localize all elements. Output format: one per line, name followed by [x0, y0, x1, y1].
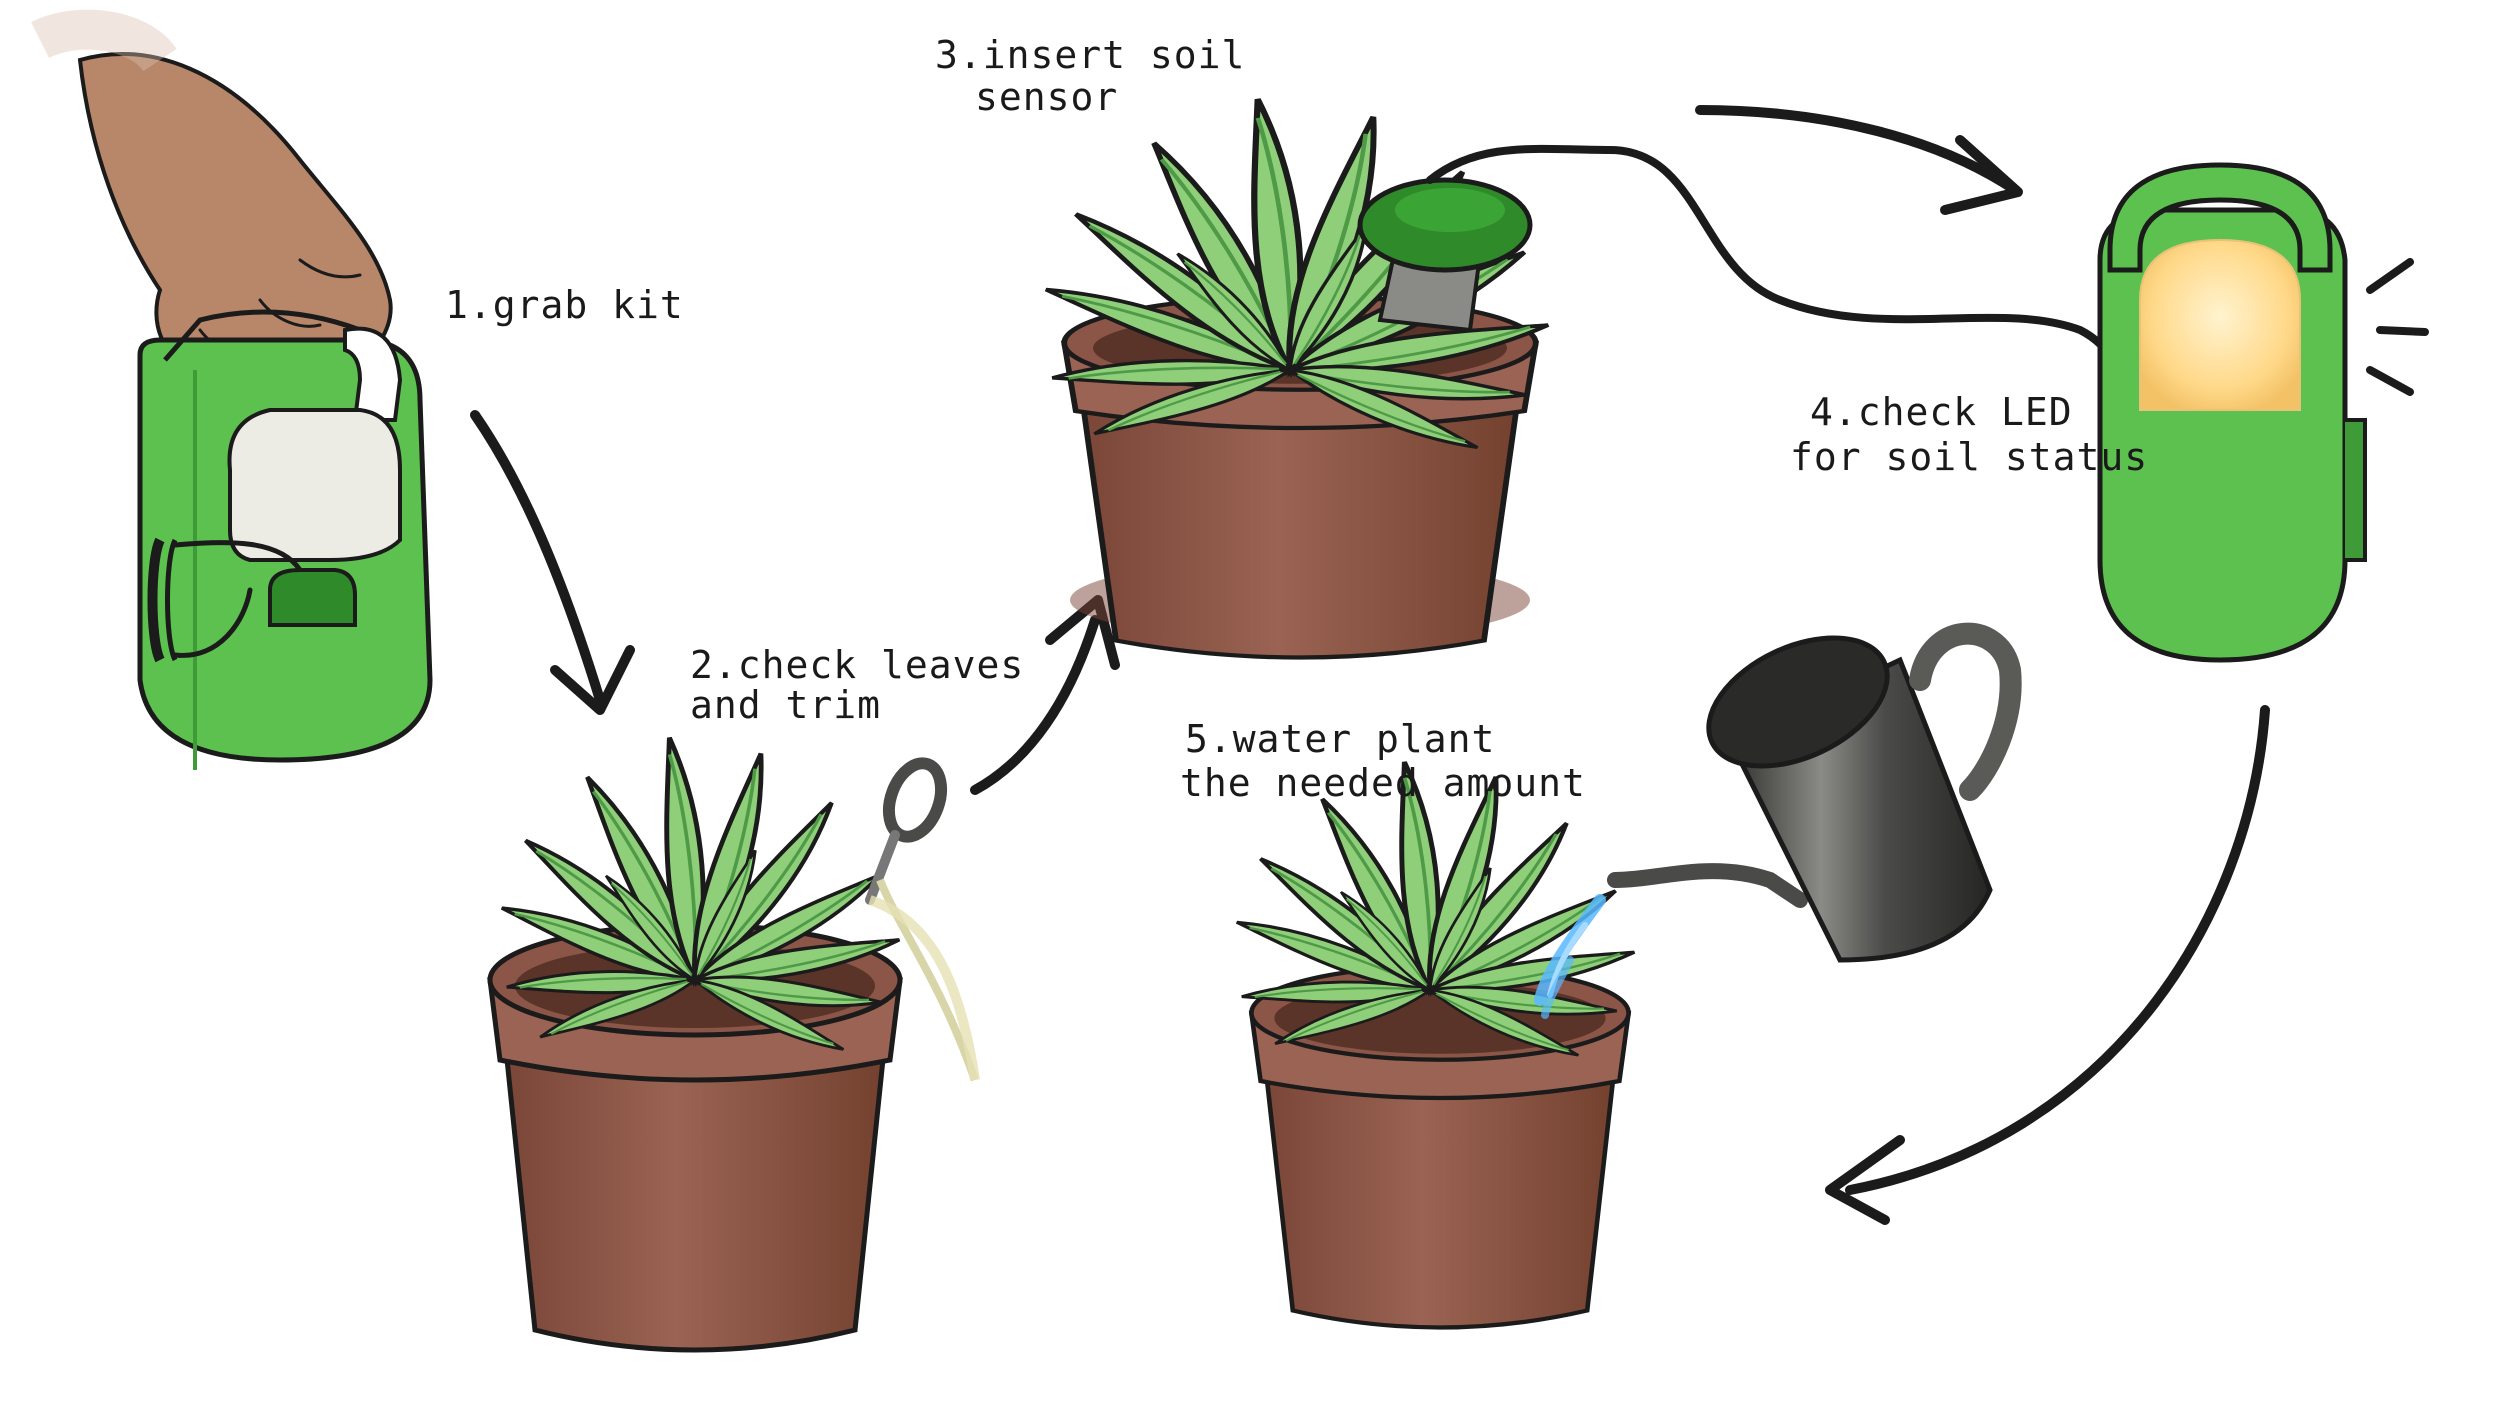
step-2-line1: check leaves	[738, 643, 1025, 687]
sensor-kit-icon	[2097, 162, 2367, 663]
step-4-label: 4.check LED	[1810, 390, 2073, 434]
step-5-number: 5.	[1185, 717, 1233, 761]
step-3-label-line2: sensor	[975, 75, 1118, 119]
step-4-label-line2: for soil status	[1790, 435, 2148, 479]
step-5-illustration	[1231, 622, 2022, 1327]
arrow-icon	[970, 595, 1120, 795]
step-3-line1: insert soil	[983, 33, 1246, 77]
plant-pot-icon	[1038, 97, 1551, 657]
arrow-icon	[470, 410, 635, 715]
step-4-illustration	[2097, 162, 2429, 663]
sensor-kit-icon	[137, 309, 433, 770]
step-2-number: 2.	[690, 643, 738, 687]
step-5-label-line2: the needed amount	[1180, 761, 1586, 805]
step-4-line1: check LED	[1858, 390, 2073, 434]
step-2-label-line2: and trim	[690, 683, 881, 727]
arrow-icon	[1695, 105, 2023, 215]
step-2-illustration	[490, 736, 980, 1350]
step-4-number: 4.	[1810, 390, 1858, 434]
scissors-icon	[865, 757, 980, 1082]
step-5-label: 5.water plant	[1185, 717, 1495, 761]
hand-icon	[31, 9, 393, 384]
step-5-line1: water plant	[1233, 717, 1496, 761]
step-2-label: 2.check leaves	[690, 643, 1024, 687]
step-1-label: 1.grab kit	[445, 283, 684, 327]
water-drops-icon	[1534, 894, 1606, 1019]
plant-pot-icon	[1231, 760, 1637, 1327]
step-1-line1: grab kit	[493, 283, 684, 327]
step-3-label: 3.insert soil	[935, 33, 1245, 77]
arrow-icon	[1825, 705, 2270, 1225]
step-1-illustration	[31, 9, 433, 770]
plant-pot-icon	[490, 736, 902, 1350]
watering-can-icon	[1607, 622, 2022, 963]
step-1-number: 1.	[445, 283, 493, 327]
led-light-icon	[2139, 238, 2429, 411]
step-3-number: 3.	[935, 33, 983, 77]
step-3-illustration	[1038, 97, 2169, 657]
soil-sensor-icon	[1357, 144, 2169, 464]
